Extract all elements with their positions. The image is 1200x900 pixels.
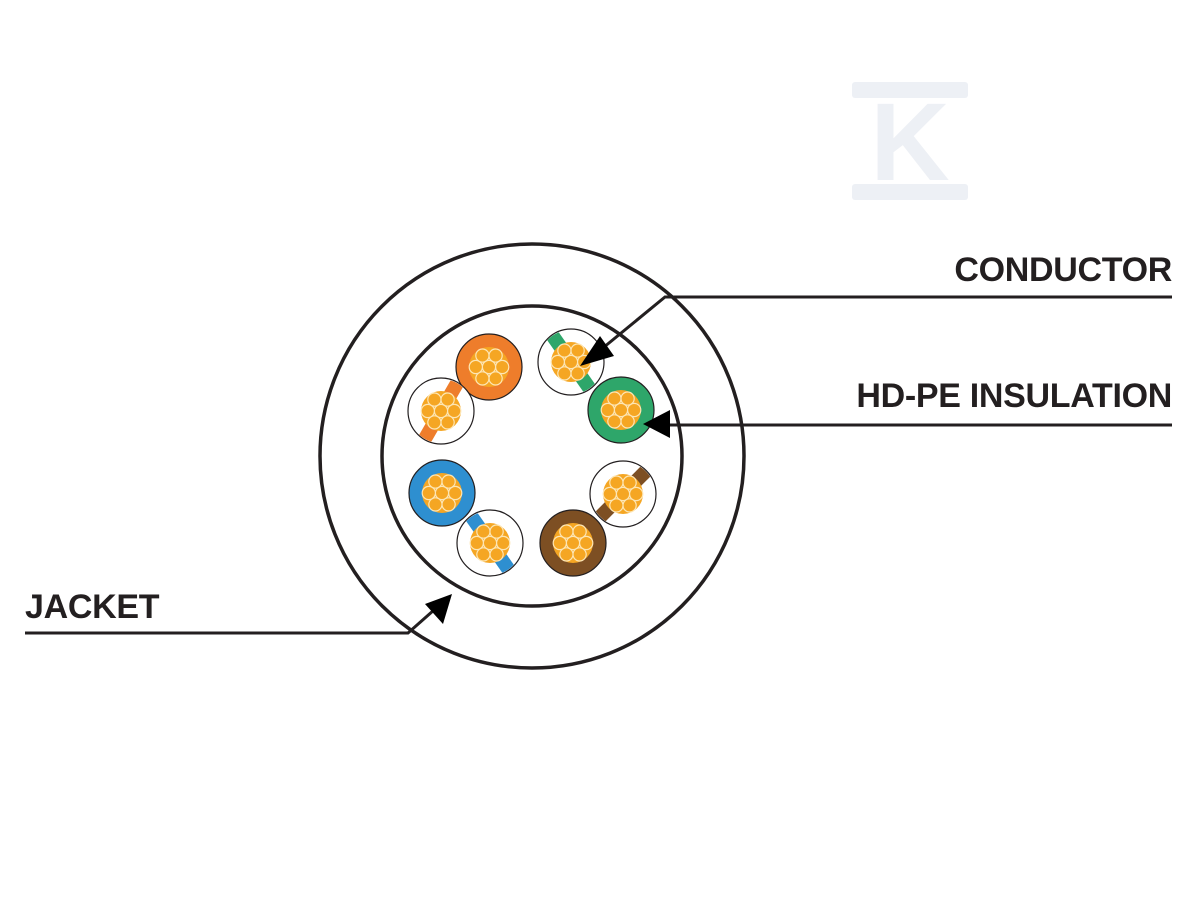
wire-group bbox=[407, 328, 657, 577]
jacket-outer-circle bbox=[318, 242, 746, 670]
wire-white-brown-strand bbox=[609, 498, 624, 513]
wire-blue-strand bbox=[421, 485, 436, 501]
wire-white-brown-strand bbox=[629, 486, 644, 502]
insulation-label: HD-PE INSULATION bbox=[856, 377, 1172, 415]
wire-brown-strand bbox=[579, 535, 594, 551]
wire-white-orange-strand bbox=[427, 415, 442, 430]
wire-blue-strand bbox=[448, 485, 463, 501]
wire-green bbox=[587, 376, 655, 444]
wire-white-blue-strand bbox=[476, 524, 491, 539]
wire-white-green-strand bbox=[557, 343, 572, 358]
conductor-label: CONDUCTOR bbox=[954, 251, 1172, 289]
wire-green-strand bbox=[627, 402, 642, 418]
wire-white-blue-strand bbox=[489, 547, 504, 562]
wire-orange-strand bbox=[475, 371, 490, 386]
jacket-label: JACKET bbox=[25, 588, 160, 626]
wire-white-orange-strand bbox=[440, 392, 455, 407]
wire-white-blue-strand bbox=[476, 547, 491, 562]
wire-brown-strand bbox=[572, 524, 587, 539]
conductor-leader-line bbox=[597, 295, 1172, 354]
wire-brown bbox=[539, 509, 607, 577]
wire-brown-strand bbox=[559, 524, 574, 539]
wire-white-blue-strand bbox=[469, 535, 484, 551]
watermark-letter: K bbox=[870, 81, 949, 204]
wire-orange-strand bbox=[488, 348, 503, 363]
wire-white-blue bbox=[456, 509, 524, 577]
jacket-arrowhead bbox=[425, 594, 452, 624]
wire-orange-strand bbox=[495, 359, 510, 375]
wire-white-orange-strand bbox=[447, 403, 462, 419]
wire-white-blue-strand bbox=[489, 524, 504, 539]
wire-white-green-strand bbox=[550, 354, 566, 370]
wire-orange-strand bbox=[468, 359, 483, 375]
wire-white-green bbox=[537, 328, 605, 396]
conductor-arrowhead bbox=[580, 336, 614, 366]
wire-green-strand bbox=[600, 402, 616, 418]
core-boundary-circle bbox=[380, 304, 684, 608]
wire-blue bbox=[408, 459, 476, 527]
wire-orange bbox=[455, 333, 523, 401]
wire-white-blue-strand bbox=[496, 535, 511, 551]
wire-brown-strand bbox=[552, 535, 568, 551]
wire-green-strand bbox=[607, 414, 622, 429]
wire-white-brown-strand bbox=[602, 486, 618, 502]
wire-white-green-strand bbox=[570, 343, 585, 358]
wire-white-brown bbox=[589, 460, 657, 528]
wire-orange-strand bbox=[488, 371, 503, 386]
wire-white-orange-strand bbox=[427, 392, 442, 407]
wire-white-green-strand bbox=[557, 366, 572, 381]
jacket-callout: JACKET bbox=[25, 588, 452, 635]
wire-white-brown-strand bbox=[609, 475, 624, 490]
wire-white-brown-strand bbox=[622, 498, 637, 513]
wire-white-green-strand bbox=[570, 366, 585, 381]
wire-white-orange-strand bbox=[440, 415, 455, 430]
insulation-arrowhead bbox=[643, 410, 670, 438]
wire-orange-strand bbox=[475, 348, 490, 363]
wire-green-strand bbox=[607, 391, 622, 406]
jacket-leader-line bbox=[25, 608, 435, 635]
wire-blue-strand bbox=[428, 474, 443, 489]
wire-blue-strand bbox=[441, 497, 456, 512]
wire-white-orange bbox=[407, 377, 475, 445]
wire-green-strand bbox=[620, 414, 635, 429]
wire-blue-strand bbox=[428, 497, 443, 512]
wire-brown-strand bbox=[559, 547, 574, 562]
wire-blue-strand bbox=[441, 474, 456, 489]
insulation-callout: HD-PE INSULATION bbox=[643, 377, 1172, 438]
wire-green-strand bbox=[620, 391, 635, 406]
wire-brown-strand bbox=[572, 547, 587, 562]
wire-white-brown-strand bbox=[622, 475, 637, 490]
wire-white-orange-strand bbox=[420, 403, 435, 419]
k-logo-icon: K bbox=[852, 81, 968, 204]
conductor-callout: CONDUCTOR bbox=[580, 251, 1172, 366]
